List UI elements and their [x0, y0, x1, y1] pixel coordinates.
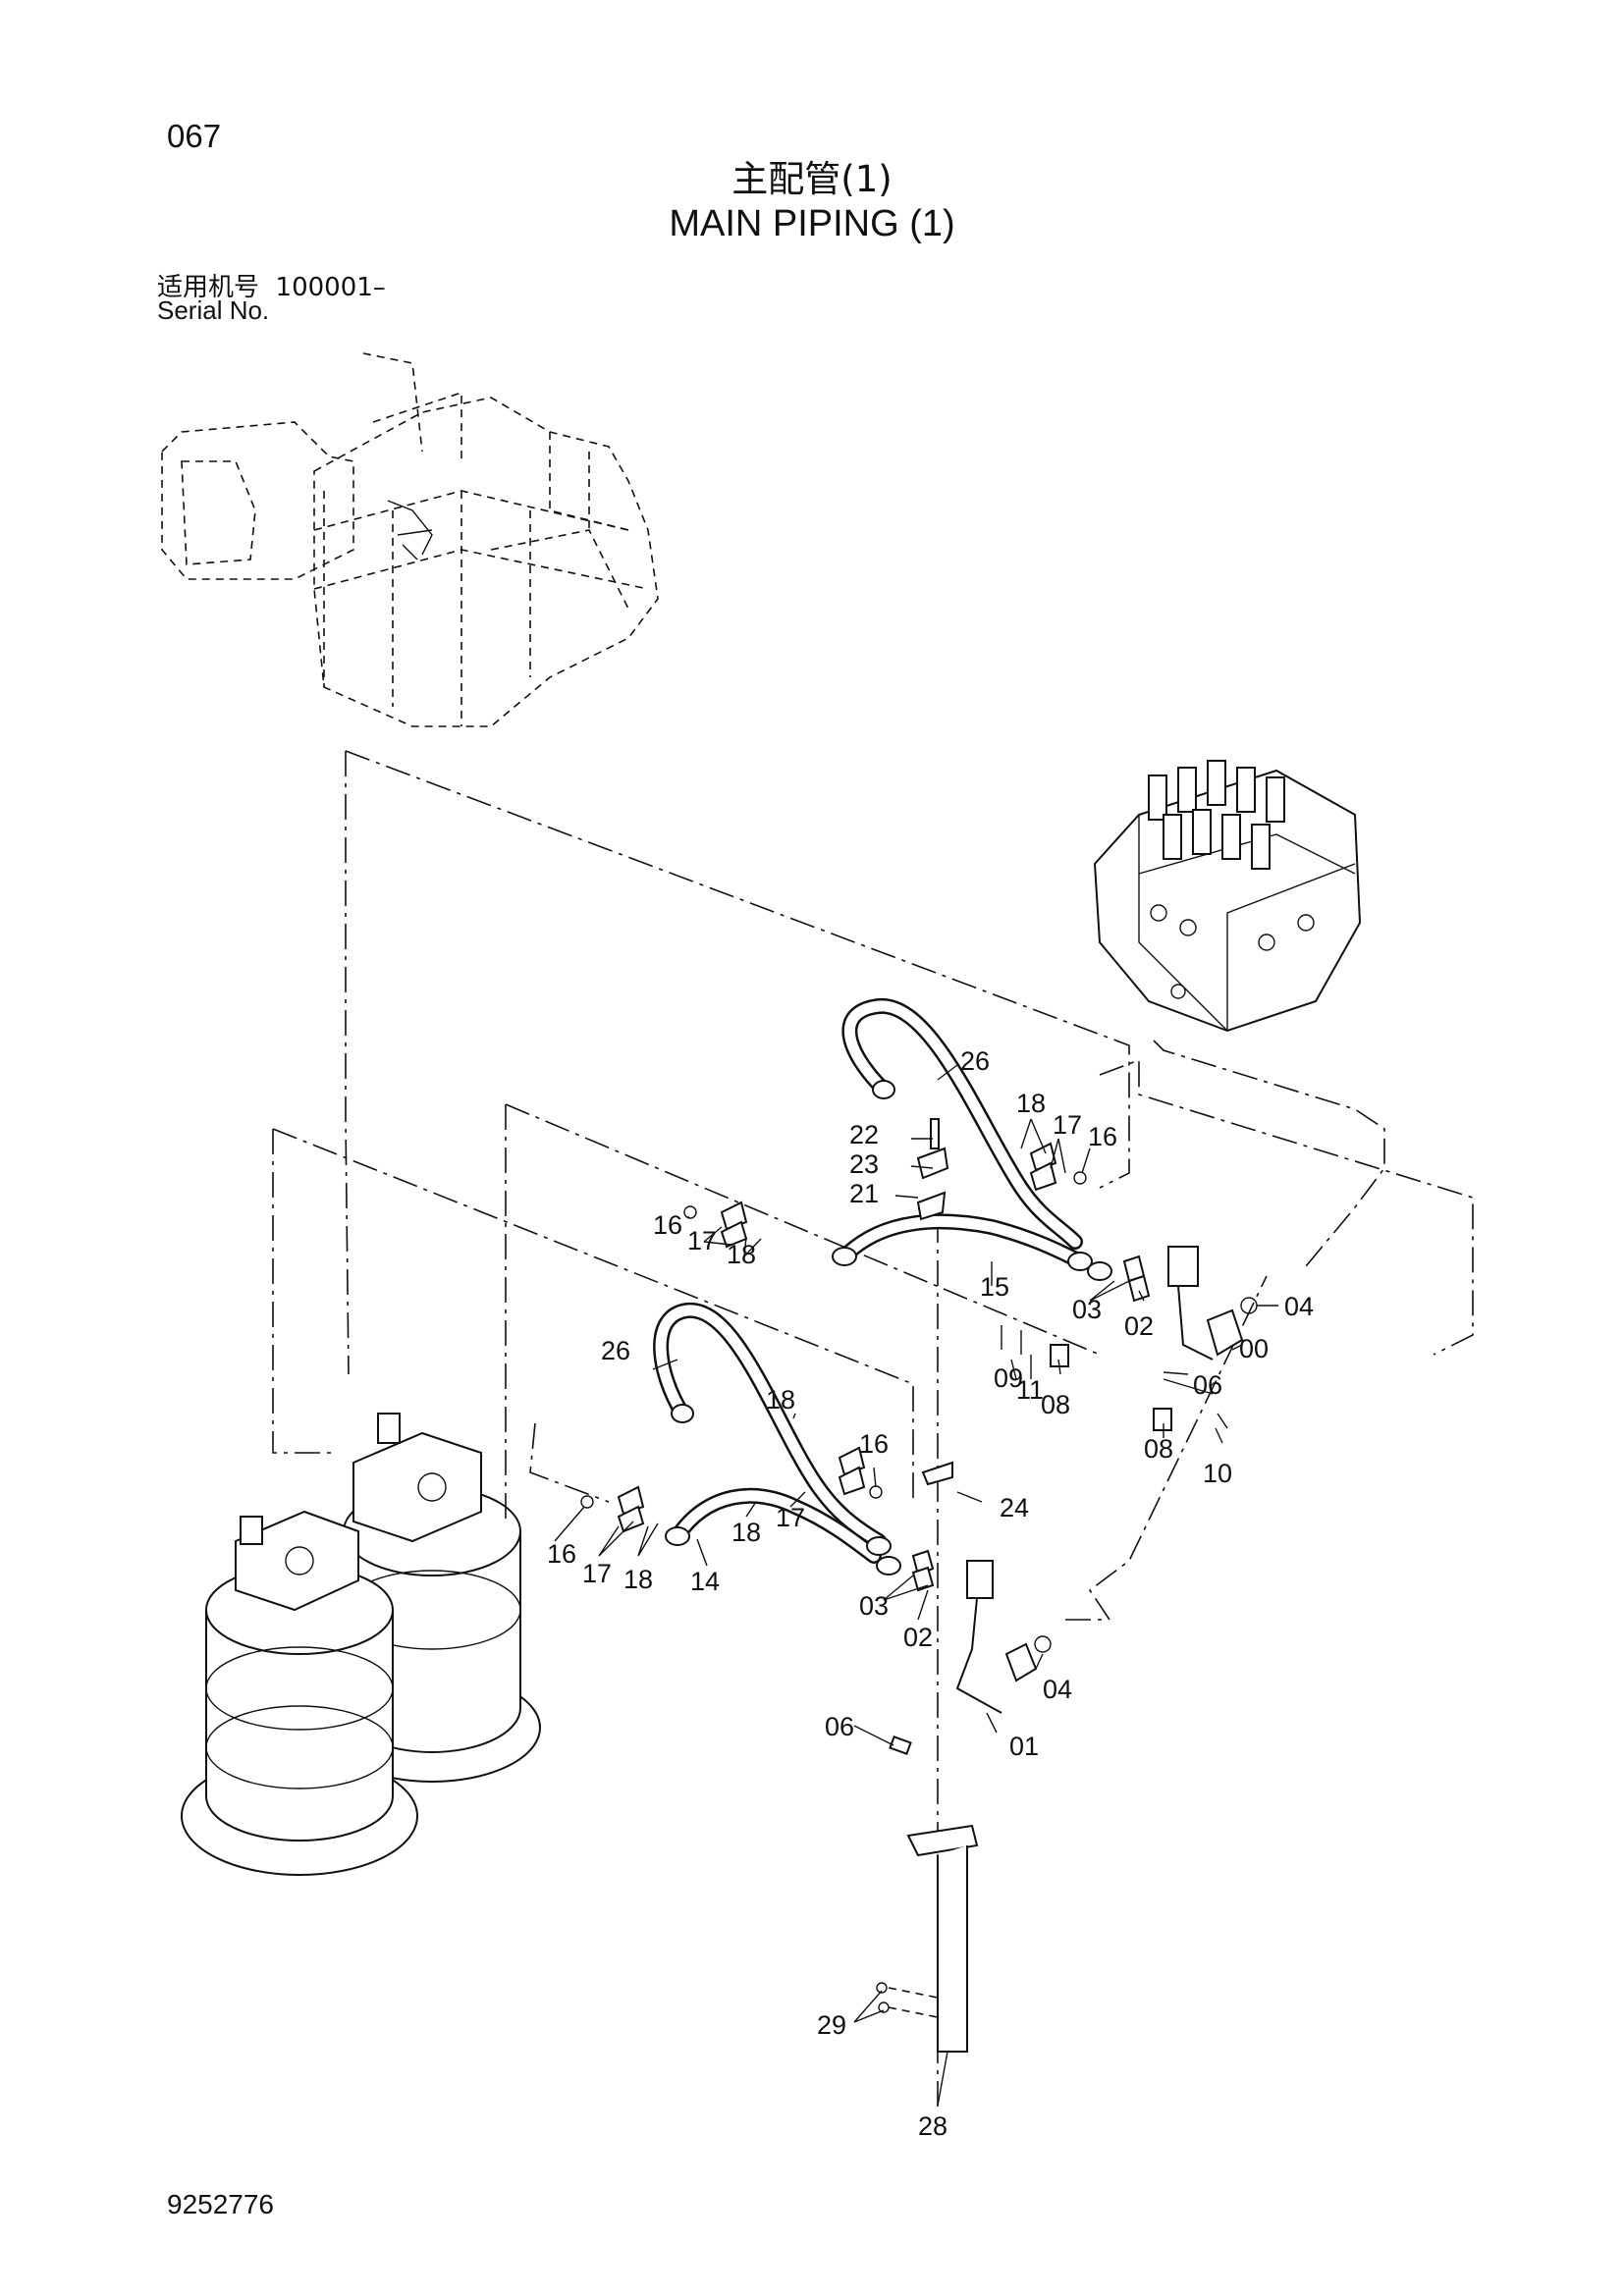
callout-label: 18 [1016, 1089, 1046, 1118]
callout-label: 03 [1072, 1295, 1102, 1324]
lower-fittings [580, 1404, 1052, 1755]
title-chinese: 主配管(1) [731, 158, 893, 200]
drawing-number: 9252776 [167, 2189, 275, 2219]
callout-label: 04 [1043, 1675, 1072, 1704]
callouts: 26 18 17 16 22 23 21 16 17 18 15 03 02 0… [547, 1046, 1314, 2141]
callout-label: 17 [582, 1559, 612, 1588]
callout-label: 11 [1016, 1375, 1044, 1405]
callout-label: 08 [1144, 1434, 1173, 1464]
callout-label: 18 [766, 1385, 795, 1415]
callout-label: 22 [849, 1120, 879, 1149]
upper-fittings [683, 1080, 1258, 1431]
page-number: 067 [167, 118, 222, 154]
hose-26-upper [841, 997, 1083, 1250]
support-28 [876, 1824, 979, 2053]
callout-label: 04 [1284, 1292, 1314, 1321]
callout-label: 02 [903, 1623, 933, 1652]
callout-label: 15 [980, 1272, 1009, 1302]
callout-label: 06 [1193, 1370, 1222, 1400]
callout-label: 16 [859, 1429, 889, 1459]
excavator-overview [161, 352, 659, 727]
callout-label: 17 [776, 1503, 805, 1532]
callout-label: 18 [727, 1240, 756, 1269]
title-english: MAIN PIPING (1) [669, 203, 955, 244]
callout-label: 29 [817, 2010, 846, 2040]
callout-label: 08 [1041, 1390, 1070, 1419]
control-valve [1093, 760, 1362, 1033]
serial-label-cn: 适用机号 [157, 273, 260, 302]
hose-26-lower [653, 1302, 887, 1549]
hose-14 [670, 1487, 882, 1564]
hose-15 [837, 1213, 1088, 1269]
callout-label: 24 [1000, 1493, 1029, 1522]
serial-label-chinese: 适用机号 100001– [157, 267, 386, 303]
swing-motor-front [181, 1510, 418, 1876]
callout-label: 09 [994, 1363, 1023, 1393]
callout-label: 03 [859, 1591, 889, 1621]
callout-label: 26 [960, 1046, 990, 1076]
callout-label: 06 [825, 1712, 854, 1741]
callout-label: 18 [731, 1518, 761, 1547]
callout-label: 28 [918, 2111, 947, 2141]
callout-label: 00 [1239, 1334, 1269, 1363]
callout-label: 14 [690, 1567, 720, 1596]
callout-label: 17 [1053, 1110, 1082, 1140]
callout-label: 02 [1124, 1311, 1154, 1341]
callout-label: 21 [849, 1179, 879, 1208]
callout-label: 01 [1009, 1732, 1039, 1761]
callout-label: 26 [601, 1336, 630, 1365]
callout-label: 10 [1203, 1459, 1232, 1488]
callout-label: 16 [653, 1210, 682, 1240]
callout-label: 18 [623, 1565, 653, 1594]
serial-label-english: Serial No. [157, 295, 270, 325]
leader-lines [554, 1064, 1278, 2107]
callout-label: 16 [547, 1539, 576, 1569]
callout-label: 17 [687, 1226, 717, 1255]
callout-label: 16 [1088, 1122, 1117, 1151]
serial-value: 100001– [275, 273, 386, 302]
callout-label: 23 [849, 1149, 879, 1179]
